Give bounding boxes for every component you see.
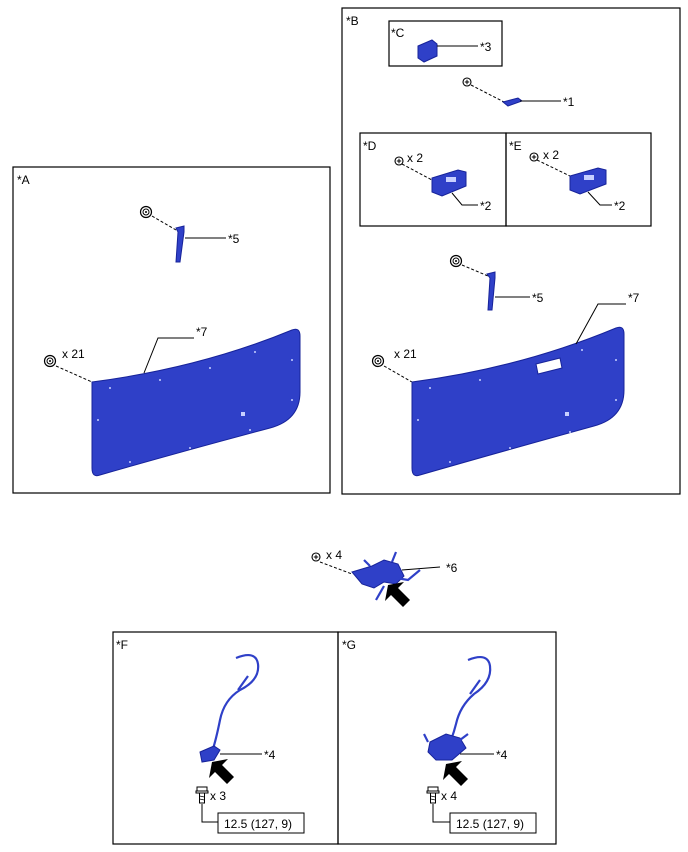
part-2 xyxy=(569,167,607,195)
panel-e-label: *E xyxy=(509,139,522,153)
panel-f: *F *4 x 3 12.5 (127, 9) xyxy=(112,631,339,845)
bolt-quantity: x 3 xyxy=(210,789,226,803)
screw-quantity: x 2 xyxy=(407,151,423,165)
center-assembly: x 4 *6 xyxy=(311,548,458,607)
panel-e: *E x 2 *2 xyxy=(505,132,652,227)
clip-icon xyxy=(449,254,463,268)
panel-b: *B *C *3 *1 *D x 2 *2 *E xyxy=(341,7,681,495)
panel-d: *D x 2 *2 xyxy=(359,132,507,227)
direction-arrow-icon xyxy=(443,761,468,786)
callout-4: *4 xyxy=(264,748,276,762)
panel-b-label: *B xyxy=(346,14,359,28)
callout-5: *5 xyxy=(532,291,544,305)
callout-7: *7 xyxy=(628,291,640,305)
panel-g-label: *G xyxy=(342,638,356,652)
door-trim-board xyxy=(411,326,625,477)
callout-2: *2 xyxy=(480,199,492,213)
screw-icon xyxy=(311,552,321,562)
bolt-quantity: x 4 xyxy=(441,789,457,803)
door-lock-cable-assembly xyxy=(423,655,492,761)
part-2 xyxy=(431,169,467,197)
torque-value: 12.5 (127, 9) xyxy=(456,817,524,831)
clip-icon xyxy=(139,205,153,219)
panel-a: *A *5 x 21 *7 xyxy=(12,166,331,494)
callout-3: *3 xyxy=(480,40,492,54)
part-1 xyxy=(501,97,524,107)
clip-part xyxy=(486,271,496,311)
panel-a-label: *A xyxy=(17,173,30,187)
door-trim-board xyxy=(91,328,301,477)
screw-icon xyxy=(462,77,472,87)
torque-value: 12.5 (127, 9) xyxy=(224,817,292,831)
direction-arrow-icon xyxy=(385,582,410,607)
bolt-icon xyxy=(195,786,209,804)
panel-f-label: *F xyxy=(116,638,128,652)
torque-box xyxy=(449,812,537,834)
callout-4: *4 xyxy=(496,748,508,762)
direction-arrow-icon xyxy=(209,759,234,784)
panel-g: *G *4 x 4 12.5 (127, 9) xyxy=(337,631,557,845)
door-control-cable xyxy=(199,653,260,763)
clip-part xyxy=(175,225,185,263)
panel-c: *C *3 xyxy=(388,20,503,67)
bolt-icon xyxy=(426,786,440,804)
push-clip-icon xyxy=(371,354,385,368)
callout-6: *6 xyxy=(446,561,458,575)
door-lock-assembly xyxy=(351,551,421,601)
trim-holes xyxy=(417,349,617,463)
callout-2: *2 xyxy=(614,199,626,213)
screw-icon xyxy=(529,152,539,162)
callout-7: *7 xyxy=(196,325,208,339)
screw-quantity: x 2 xyxy=(543,148,559,162)
part-3 xyxy=(417,39,438,63)
push-clip-icon xyxy=(43,354,57,368)
trim-holes xyxy=(97,351,293,463)
clip-quantity: x 21 xyxy=(394,347,417,361)
screw-quantity: x 4 xyxy=(326,548,342,562)
torque-box xyxy=(217,812,305,834)
clip-quantity: x 21 xyxy=(62,347,85,361)
callout-5: *5 xyxy=(228,232,240,246)
panel-c-label: *C xyxy=(391,26,405,40)
screw-icon xyxy=(394,156,404,166)
trim-handle-opening xyxy=(535,357,563,375)
panel-d-label: *D xyxy=(363,139,377,153)
callout-1: *1 xyxy=(563,95,575,109)
